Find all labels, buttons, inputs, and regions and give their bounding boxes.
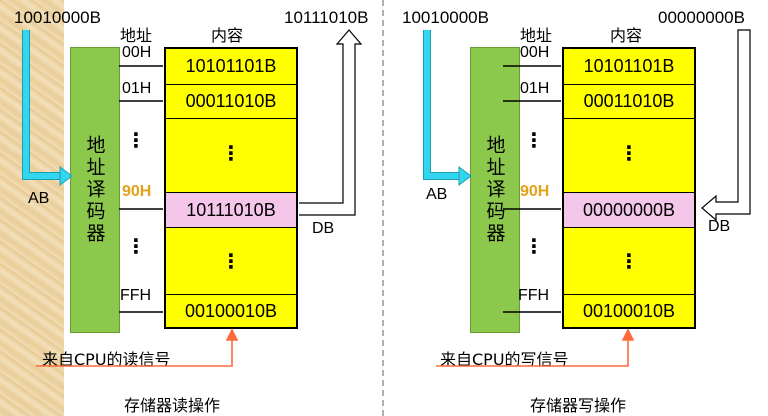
address-ellipsis: ⋮ [126,130,146,152]
db-data-value: 00000000B [658,8,745,27]
memory-cell-01h: 00011010B [166,85,296,119]
address-label-ffh: FFH [120,287,152,304]
address-label-00h: 00H [122,44,152,61]
memory-ellipsis: ⋮ [619,250,639,273]
address-label-01h: 01H [520,80,550,97]
address-ellipsis: ⋮ [524,236,544,258]
address-decoder: 地址译码器 [70,47,120,333]
memory-cell-ffh: 00100010B [564,294,694,327]
address-label-90h: 90H [520,183,550,200]
memory-cell-01h: 00011010B [564,85,694,119]
address-decoder: 地址译码器 [470,47,520,333]
ab-address-value: 10010000B [14,8,101,27]
ab-label: AB [426,186,448,203]
memory-ellipsis: ⋮ [221,250,241,273]
memory-block: 10101101B 00011010B ⋮ 00000000B ⋮ 001000… [562,47,696,329]
read-operation-panel: 10010000B 10111010B 地址 内容 地址译码器 00H 01H … [14,8,369,415]
address-label-01h: 01H [122,80,152,97]
memory-block: 10101101B 00011010B ⋮ 10111010B ⋮ 001000… [164,47,298,329]
address-label-90h: 90H [122,183,152,200]
memory-cell-90h: 10111010B [166,192,296,228]
address-label-ffh: FFH [518,287,550,304]
write-signal-label: 来自CPU的写信号 [440,350,569,369]
content-header: 内容 [610,26,643,45]
ab-address-value: 10010000B [402,8,489,27]
db-data-value: 10111010B [284,8,369,27]
panel-divider [382,0,384,416]
decoder-label: 地址译码器 [83,135,106,245]
address-label-00h: 00H [520,44,550,61]
decoder-label: 地址译码器 [483,135,506,245]
memory-ellipsis: ⋮ [221,142,241,165]
ab-label: AB [28,190,50,207]
address-header: 地址 [120,26,153,45]
decorative-strip [0,0,64,416]
address-ellipsis: ⋮ [524,130,544,152]
write-operation-panel: 10010000B 00000000B 地址 内容 地址译码器 00H 01H … [384,0,768,416]
address-header: 地址 [520,26,553,45]
db-label: DB [312,220,335,237]
read-operation-caption: 存储器读操作 [124,396,221,415]
content-header: 内容 [211,26,244,45]
memory-cell-90h: 00000000B [564,192,694,228]
address-ellipsis: ⋮ [126,236,146,258]
db-label: DB [708,218,731,235]
write-operation-caption: 存储器写操作 [530,396,627,415]
read-signal-label: 来自CPU的读信号 [42,350,171,369]
memory-cell-ffh: 00100010B [166,294,296,327]
memory-cell-00h: 10101101B [166,49,296,85]
memory-ellipsis: ⋮ [619,142,639,165]
memory-cell-00h: 10101101B [564,49,694,85]
